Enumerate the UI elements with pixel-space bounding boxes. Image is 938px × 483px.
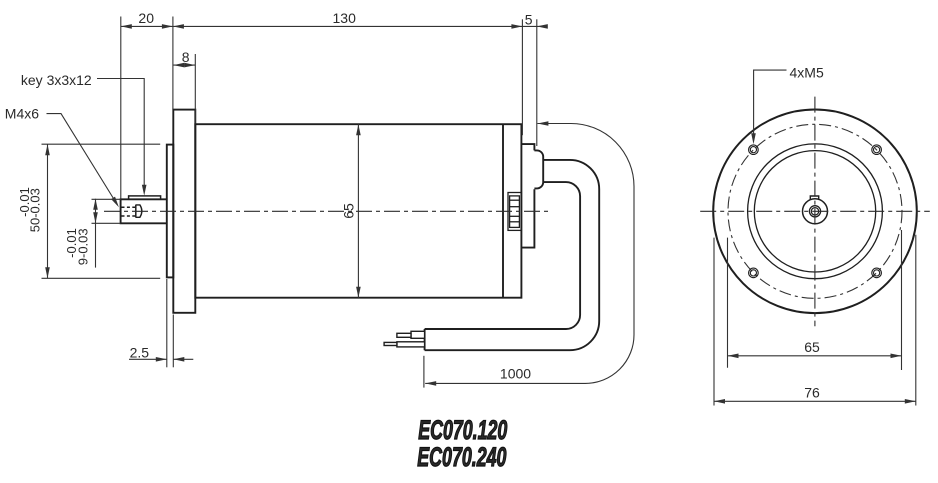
svg-text:EC070.240: EC070.240: [417, 441, 506, 472]
svg-text:130: 130: [333, 10, 357, 26]
svg-text:4xM5: 4xM5: [790, 64, 824, 80]
svg-text:EC070.120: EC070.120: [418, 414, 507, 445]
svg-text:50-0.03: 50-0.03: [27, 188, 42, 232]
svg-text:key 3x3x12: key 3x3x12: [21, 72, 92, 88]
svg-text:1000: 1000: [500, 366, 531, 382]
svg-text:20: 20: [138, 10, 154, 26]
svg-text:2.5: 2.5: [130, 344, 150, 360]
svg-text:M4x6: M4x6: [5, 106, 39, 122]
svg-text:76: 76: [804, 384, 820, 400]
svg-text:8: 8: [182, 49, 190, 65]
svg-text:65: 65: [341, 203, 357, 219]
svg-text:-0.01: -0.01: [17, 187, 32, 217]
svg-text:-0.01: -0.01: [64, 228, 79, 258]
svg-text:9-0.03: 9-0.03: [76, 228, 91, 265]
svg-text:5: 5: [525, 12, 533, 28]
svg-text:65: 65: [804, 339, 820, 355]
